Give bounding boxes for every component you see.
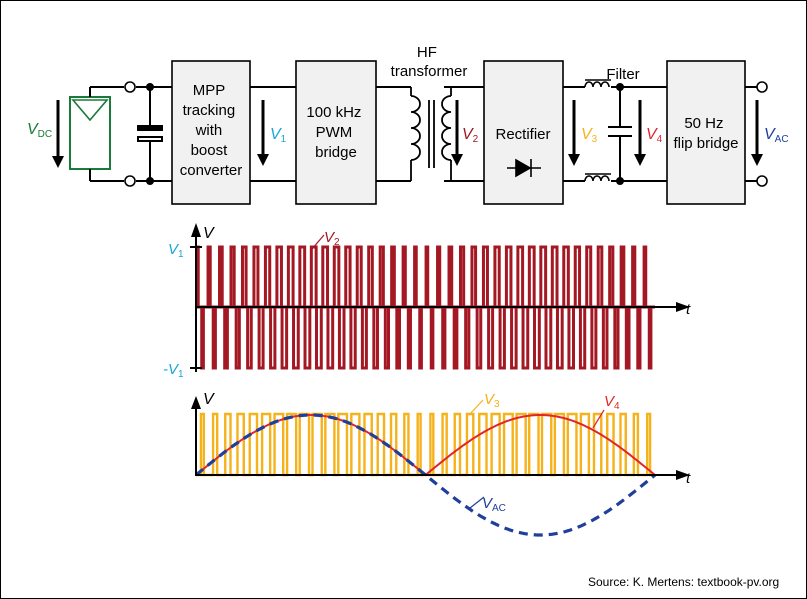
terminal-icon	[124, 175, 136, 187]
rectifier-label: Rectifier	[495, 126, 550, 143]
flip-block-label: 50 Hz flip bridge	[673, 115, 738, 152]
v3-series-label: V3	[484, 391, 500, 410]
y-axis-arrow-icon	[191, 223, 201, 237]
mpp-tracking-block	[171, 60, 251, 205]
filter-capacitor-icon	[608, 83, 632, 185]
v1-neg-tick-label: -V1	[163, 361, 184, 380]
v2-waveform-plot: V t V1 -V1 V2	[163, 223, 691, 380]
flip-bridge-block	[666, 60, 746, 205]
pv-module-icon	[69, 86, 124, 182]
source-credit: Source: K. Mertens: textbook-pv.org	[588, 575, 780, 589]
vdc-label: VDC	[27, 121, 52, 140]
filter-inductor-icon	[584, 79, 611, 182]
v1-pos-tick-label: V1	[168, 241, 184, 260]
terminal-icon	[756, 175, 768, 187]
diode-icon	[507, 158, 541, 178]
v2-series-label: V2	[324, 229, 340, 248]
v1-label: V1	[270, 126, 287, 145]
filter-label: Filter	[606, 66, 639, 83]
x-axis-arrow-icon	[676, 470, 690, 480]
terminal-icon	[756, 81, 768, 93]
pwm-bridge-block	[295, 60, 377, 205]
input-capacitor-icon	[137, 83, 163, 185]
y-axis-arrow-icon	[191, 396, 201, 409]
v3-pulse-train	[196, 412, 655, 477]
v2-plot-x-label: t	[686, 301, 691, 318]
hf-transformer-icon	[410, 87, 452, 181]
output-plot-x-label: t	[686, 470, 691, 487]
output-waveform-plot: V t V3 V4 VAC	[191, 391, 691, 537]
x-axis-arrow-icon	[676, 302, 690, 312]
v3-label: V3	[581, 126, 598, 145]
v2-label: V2	[462, 126, 479, 145]
v4-waveform	[195, 414, 656, 477]
transformer-label: HF transformer	[391, 44, 468, 80]
v3-waveform	[196, 412, 655, 477]
circuit-diagram	[136, 86, 757, 182]
vac-series-label: VAC	[482, 495, 506, 514]
pwm-block-label: 100 kHz PWM bridge	[306, 104, 365, 161]
v4-label: V4	[646, 126, 663, 145]
v2-plot-y-label: V	[203, 225, 215, 242]
output-plot-y-label: V	[203, 391, 215, 408]
mpp-block-label: MPP tracking with boost converter	[180, 82, 243, 179]
terminal-icon	[124, 81, 136, 93]
rectifier-block	[483, 60, 564, 205]
v4-series-label: V4	[604, 393, 620, 412]
vac-waveform	[194, 413, 657, 537]
vac-label: VAC	[764, 126, 789, 145]
